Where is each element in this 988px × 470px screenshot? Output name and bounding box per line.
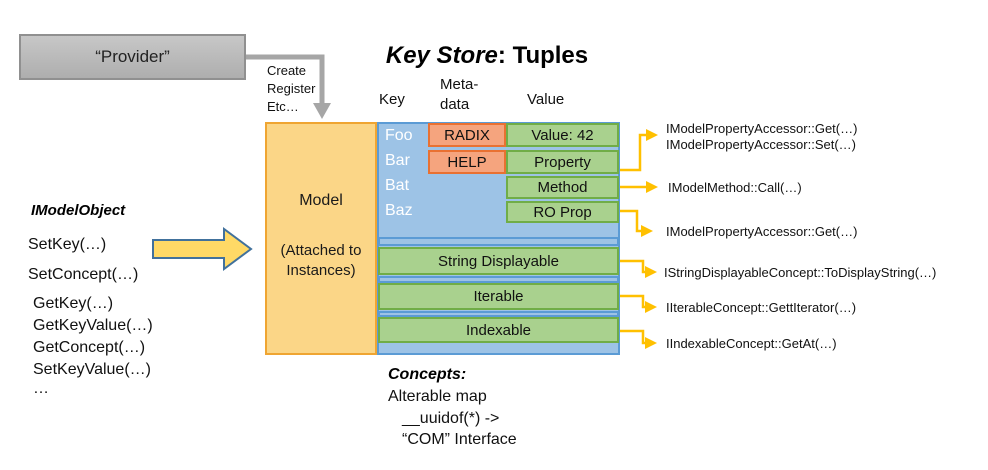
metadata-cell-label: HELP — [447, 153, 487, 171]
create-note-line: Etc… — [267, 99, 299, 114]
value-cell-roprop: RO Prop — [506, 201, 619, 223]
connector-roprop-arrowhead-icon — [641, 225, 653, 237]
concept-bar-iterable: Iterable — [378, 283, 619, 310]
create-register-note: Create Register Etc… — [267, 62, 315, 116]
provider-label: “Provider” — [95, 47, 170, 66]
connector-property-line — [620, 133, 646, 172]
model-box-note-line: (Attached to — [280, 242, 362, 259]
key-row-label-bat: Bat — [385, 177, 410, 194]
value-cell-value42: Value: 42 — [506, 123, 619, 147]
method-list-item: GetKeyValue(…) — [33, 317, 153, 334]
column-header-metadata-line: Meta- — [440, 76, 479, 93]
spacer-bar — [378, 237, 619, 246]
imodelobject-to-model-arrow-icon — [152, 227, 253, 271]
page-title-emphasis: Key Store — [385, 42, 498, 69]
connector-property-arrowhead-icon — [646, 129, 658, 141]
column-header-metadata: Meta- data — [440, 75, 478, 115]
value-cell-method: Method — [506, 176, 619, 199]
annotation-method-call: IModelMethod::Call(…) — [668, 180, 802, 195]
annotation-property-get: IModelPropertyAccessor::Get(…) — [666, 121, 858, 136]
page-title-rest: : Tuples — [497, 42, 589, 69]
value-cell-label: Value: 42 — [531, 126, 594, 144]
concept-bar-string-displayable: String Displayable — [378, 247, 619, 275]
concepts-heading: Concepts: — [388, 366, 467, 383]
connector-indexable-arrowhead-icon — [645, 337, 657, 349]
spacer-bar — [378, 276, 619, 283]
provider-connector-arrowhead-icon — [313, 103, 331, 119]
key-row-label-baz: Baz — [385, 202, 413, 219]
metadata-cell-radix: RADIX — [428, 123, 506, 147]
connector-method-arrowhead-icon — [646, 181, 658, 193]
column-header-metadata-line: data — [440, 96, 470, 113]
method-list-item: SetKeyValue(…) — [33, 361, 151, 378]
annotation-getat: IIndexableConcept::GetAt(…) — [666, 336, 837, 351]
concepts-note-line: Alterable map — [388, 388, 487, 405]
connector-indexable-line — [620, 329, 645, 345]
connector-stringdisplayable-line — [620, 259, 645, 274]
provider-box: “Provider” — [19, 34, 246, 80]
method-list-item: … — [33, 380, 49, 397]
connector-roprop-line — [620, 209, 641, 233]
connector-iterable-arrowhead-icon — [645, 301, 657, 313]
column-header-value: Value — [527, 91, 565, 108]
annotation-roprop-get: IModelPropertyAccessor::Get(…) — [666, 224, 858, 239]
spacer-bar — [378, 311, 619, 317]
method-list-item: SetConcept(…) — [28, 266, 139, 283]
value-cell-property: Property — [506, 150, 619, 174]
model-box-note-line: Instances) — [286, 262, 356, 279]
connector-iterable-line — [620, 294, 645, 309]
method-list-item: SetKey(…) — [28, 236, 107, 253]
column-header-key: Key — [379, 91, 405, 108]
imodelobject-heading: IModelObject — [31, 202, 126, 219]
annotation-property-set: IModelPropertyAccessor::Set(…) — [666, 137, 857, 152]
concept-bar-label: Iterable — [473, 288, 524, 305]
annotation-todisplaystring: IStringDisplayableConcept::ToDisplayStri… — [664, 265, 937, 280]
concepts-note-line: “COM” Interface — [402, 431, 517, 448]
concept-bar-label: String Displayable — [438, 252, 559, 270]
model-box-title: Model — [299, 192, 343, 209]
concept-bar-label: Indexable — [465, 321, 532, 339]
create-note-line: Register — [267, 81, 316, 96]
metadata-cell-help: HELP — [428, 150, 506, 174]
key-row-label-foo: Foo — [385, 127, 413, 144]
page-title: Key Store: Tuples — [337, 42, 637, 70]
key-row-label-bar: Bar — [385, 152, 410, 169]
concept-bar-indexable: Indexable — [378, 317, 619, 343]
model-box: Model (Attached to Instances) — [265, 122, 377, 355]
metadata-cell-label: RADIX — [444, 126, 490, 144]
concepts-note-line: __uuidof(*) -> — [402, 410, 500, 427]
value-cell-label: RO Prop — [533, 203, 592, 221]
connector-stringdisplayable-arrowhead-icon — [645, 266, 657, 278]
value-cell-label: Property — [534, 153, 591, 171]
method-list-item: GetConcept(…) — [33, 339, 146, 356]
create-note-line: Create — [267, 63, 307, 78]
annotation-getiterator: IIterableConcept::GettIterator(…) — [666, 300, 857, 315]
value-cell-label: Method — [537, 179, 588, 196]
method-list-item: GetKey(…) — [33, 295, 114, 312]
